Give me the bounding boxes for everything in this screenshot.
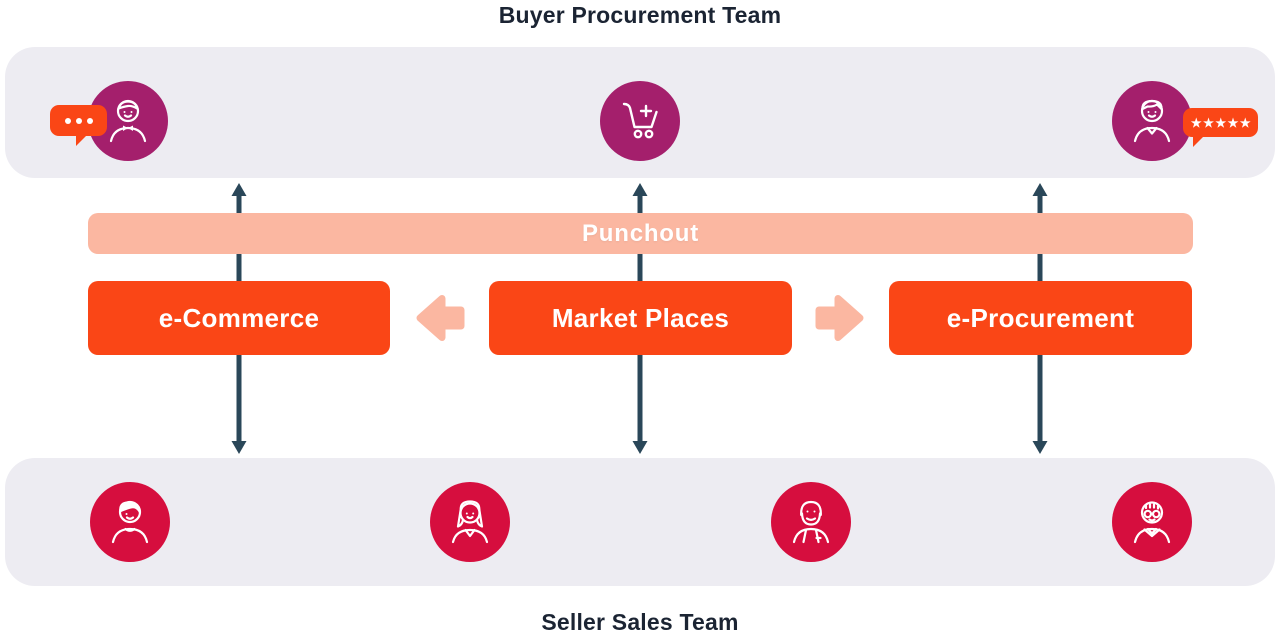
e-commerce-label: e-Commerce [158, 302, 320, 333]
cart-plus-icon [600, 81, 680, 161]
typing-dots-bubble-icon [50, 105, 107, 146]
buyer-team-band: ★★★★★ [5, 47, 1275, 178]
woman-long-hair-icon [430, 482, 510, 562]
e-procurement-box: e-Procurement [889, 281, 1192, 355]
typing-dot [64, 117, 71, 124]
buyer-team-title: Buyer Procurement Team [498, 2, 782, 28]
rating-stars: ★★★★★ [1190, 115, 1253, 130]
typing-dot [86, 117, 93, 124]
e-procurement-label: e-Procurement [946, 302, 1135, 333]
punchout-bar: Punchout [88, 213, 1193, 254]
rating-stars-bubble-icon: ★★★★★ [1183, 108, 1258, 147]
man-beard-icon [771, 482, 851, 562]
right-block-arrow-icon [815, 295, 864, 341]
person-glasses-icon [1112, 482, 1192, 562]
market-places-label: Market Places [551, 302, 730, 333]
seller-team-title: Seller Sales Team [541, 609, 739, 635]
left-block-arrow-icon [416, 295, 465, 341]
person-bowtie-icon [88, 81, 168, 161]
person-combed-hair-icon [1112, 81, 1192, 161]
punchout-label: Punchout [581, 219, 700, 247]
market-places-box: Market Places [489, 281, 792, 355]
person-swoosh-hair-icon [90, 482, 170, 562]
e-commerce-box: e-Commerce [88, 281, 390, 355]
typing-dot [75, 117, 82, 124]
seller-team-band [5, 458, 1275, 586]
